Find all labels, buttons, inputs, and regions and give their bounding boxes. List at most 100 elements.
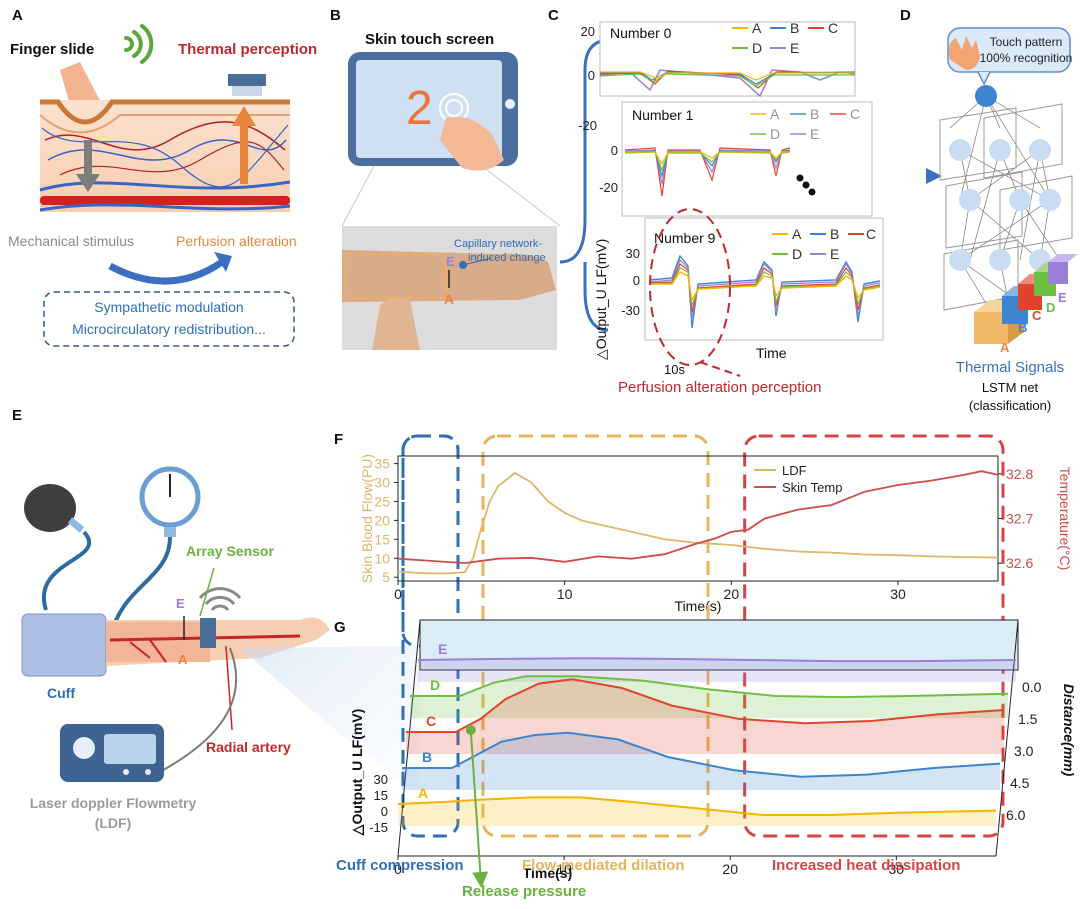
inset-number-9: Number 9 30 0 -30 [621, 217, 884, 341]
panel-a: A Finger slide Thermal perception [8, 7, 317, 347]
output-node [975, 85, 997, 107]
skin-tissue-illustration [39, 99, 291, 212]
f-y2-tick-label: 32.8 [1006, 466, 1033, 482]
finger-slide-label: Finger slide [10, 41, 94, 58]
f-x-tick-label: 0 [394, 586, 402, 602]
f-y-tick-label: 15 [374, 531, 390, 547]
f-x-tick-label: 30 [890, 586, 906, 602]
e-label-e: E [176, 596, 185, 611]
cube-label: D [1046, 300, 1055, 315]
release-pressure-label: Release pressure [462, 883, 586, 900]
cuff-compression-box [401, 434, 460, 838]
g-series-c [406, 678, 1005, 733]
g-series-a [397, 796, 997, 816]
legend-entry: C [828, 20, 838, 36]
hidden-nodes [949, 139, 1061, 271]
inset-number-1: Number 1 0 -20 [599, 101, 873, 217]
legend-entry: E [830, 246, 839, 262]
f-y-tick-label: 25 [374, 493, 390, 509]
f-legend-label: Skin Temp [782, 480, 842, 495]
panel-letter-b: B [330, 7, 341, 24]
flow-mediated-dilation-label: Flow-mediated dilation [522, 857, 685, 874]
f-y-tick-label: 10 [374, 550, 390, 566]
f-y-tick-label: 20 [374, 512, 390, 528]
touch-digit: 2 [406, 82, 433, 135]
inset-legend: A B C D E [732, 20, 838, 56]
inset-number-0: Number 0 20 0 -20 [578, 21, 856, 133]
inset-0-ytick: 20 [581, 24, 595, 39]
projection-beam [240, 646, 420, 800]
panel-letter-f: F [334, 431, 343, 448]
b-label-e: E [446, 254, 455, 269]
g-y-tick-label: 30 [374, 772, 388, 787]
mechanism-box [43, 291, 295, 347]
g-series-label: E [438, 641, 447, 657]
ellipsis-dot [808, 188, 816, 196]
legend-entry: E [790, 40, 799, 56]
arm-illustration [106, 617, 330, 666]
panel-d: D Touch pattern 100% recognition [900, 7, 1078, 413]
legend-entry: A [752, 20, 762, 36]
legend-entry: B [810, 106, 819, 122]
f-y-tick-label: 35 [374, 456, 390, 472]
f-y-axis-label: Skin Blood Flow(PU) [359, 454, 375, 583]
radial-artery-label: Radial artery [206, 739, 291, 755]
f-y-tick-label: 5 [382, 569, 390, 585]
g-x-axis-label: Time(s) [523, 865, 573, 881]
g-series-d [410, 675, 1009, 699]
f-x-axis-label: Time(s) [675, 598, 722, 614]
g-z-tick-label: 3.0 [1014, 743, 1034, 759]
sensor-chip-icon [228, 74, 266, 86]
ldf-device-icon [60, 724, 164, 782]
g-series-label: B [422, 749, 432, 765]
ldf-label-line1: Laser doppler Flowmetry [30, 795, 197, 811]
f-legend-label: LDF [782, 463, 807, 478]
microcirculatory-text: Microcirculatory redistribution... [72, 321, 266, 337]
g-series-label: D [430, 677, 440, 693]
g-y-axis-label: △Output_U LF(mV) [349, 709, 365, 837]
g-series-e [417, 657, 1017, 663]
curved-arrow-icon [108, 259, 224, 285]
thermal-signals-label: Thermal Signals [956, 359, 1064, 376]
inset-0-title: Number 0 [610, 25, 672, 41]
inset-legend: A B C D E [772, 226, 876, 262]
tablet-icon [348, 52, 518, 171]
g-z-tick-label: 4.5 [1010, 775, 1030, 791]
panel-c: C Number 0 20 0 -20 Number 1 0 -20 [548, 7, 884, 396]
cube-label: E [1058, 290, 1067, 305]
inset-1-ytick: 0 [611, 143, 618, 158]
sympathetic-modulation-text: Sympathetic modulation [94, 299, 243, 315]
g-x-tick-label: 20 [722, 861, 738, 877]
recognition-text: 100% recognition [980, 51, 1073, 65]
bracket-line [559, 38, 611, 264]
lstm-net-label: LSTM net [982, 380, 1039, 395]
panel-letter-a: A [12, 7, 23, 24]
panel-g: G △Output_U LF(mV) Time(s) Distance(mm) … [334, 619, 1077, 900]
g-series-b [402, 731, 1001, 778]
inset-9-ytick: 0 [633, 273, 640, 288]
thermal-signal-cubes [974, 254, 1078, 344]
legend-entry: B [790, 20, 799, 36]
inset-9-title: Number 9 [654, 230, 716, 246]
g-x-tick-label: 10 [556, 861, 572, 877]
inset-0-ytick: -20 [578, 118, 597, 133]
pressure-gauge-icon [139, 466, 201, 537]
panel-letter-d: D [900, 7, 911, 24]
g-z-axis-label: Distance(mm) [1061, 684, 1077, 777]
cube-label: B [1018, 320, 1027, 335]
highlight-ellipse [649, 208, 731, 366]
perfusion-perception-caption: Perfusion alteration perception [618, 379, 821, 396]
classification-label: (classification) [969, 398, 1051, 413]
legend-entry: D [770, 126, 780, 142]
c-x-axis-label: Time [756, 345, 787, 361]
increased-heat-dissipation-label: Increased heat dissipation [772, 857, 960, 874]
touch-pattern-text: Touch pattern [990, 35, 1063, 49]
ellipsis-dot [802, 181, 810, 189]
cube-label: A [1000, 340, 1010, 355]
g-y-tick-label: 15 [374, 788, 388, 803]
legend-entry: D [752, 40, 762, 56]
pump-bulb-icon [24, 484, 76, 532]
ellipsis-dot [796, 174, 804, 182]
g-x-tick-label: 0 [394, 861, 402, 877]
